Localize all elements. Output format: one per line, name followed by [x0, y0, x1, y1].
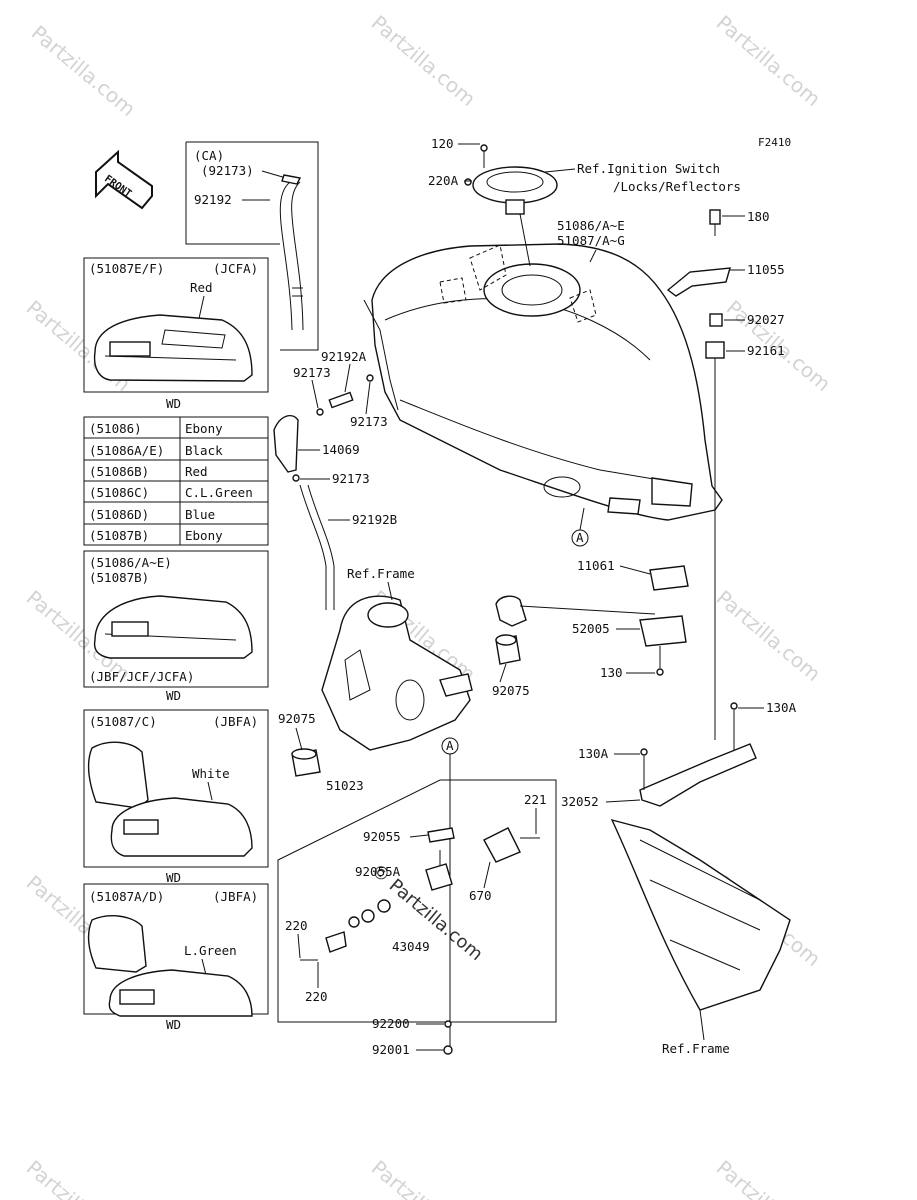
- panel-code: (51087E/F): [89, 261, 164, 276]
- panel-footer: WD: [166, 1017, 181, 1032]
- table-code: (51086): [89, 421, 142, 436]
- fuel-cap: [464, 144, 558, 267]
- ref-frame-top: Ref.Frame: [347, 566, 415, 581]
- label-92192A: 92192A: [321, 349, 367, 364]
- watermark-text: Partzilla.com: [712, 1155, 825, 1200]
- fuel-valve-group: [277, 779, 557, 1055]
- label-92075-b: 92075: [278, 711, 316, 726]
- label-11055: 11055: [747, 262, 785, 277]
- watermark-text: Partzilla.com: [367, 10, 480, 111]
- watermark-text: Partzilla.com: [712, 10, 825, 111]
- table-code: (51086B): [89, 464, 149, 479]
- label-670: 670: [469, 888, 492, 903]
- ca-inset: (CA) (92173) 92192: [185, 141, 319, 351]
- label-92192B: 92192B: [352, 512, 397, 527]
- label-43049: 43049: [392, 939, 430, 954]
- callout-a: A: [446, 738, 454, 753]
- label-52005: 52005: [572, 621, 610, 636]
- label-92001: 92001: [372, 1042, 410, 1057]
- watermark-text: Partzilla.com: [27, 20, 140, 121]
- label-92055A: 92055A: [355, 864, 401, 879]
- variant-panel-main: (51086/A~E) (51087B) (JBF/JCF/JCFA) WD: [83, 550, 269, 703]
- panel-code: (51087B): [89, 570, 149, 585]
- label-130A-right: 130A: [766, 700, 797, 715]
- label-92161: 92161: [747, 343, 785, 358]
- fuel-pump: [495, 565, 689, 676]
- label-92173-b: 92173: [350, 414, 388, 429]
- label-92055: 92055: [363, 829, 401, 844]
- panel-model: (JBFA): [213, 889, 258, 904]
- label-14069: 14069: [322, 442, 360, 457]
- table-color: Black: [185, 443, 223, 458]
- callout-a: A: [576, 530, 584, 545]
- label-180: 180: [747, 209, 770, 224]
- table-color: C.L.Green: [185, 485, 253, 500]
- panel-footer: WD: [166, 870, 181, 885]
- label-92075-a: 92075: [492, 683, 530, 698]
- label-92027: 92027: [747, 312, 785, 327]
- label-92173-c: 92173: [332, 471, 370, 486]
- panel-code: (51086/A~E): [89, 555, 172, 570]
- panel-color: L.Green: [184, 943, 237, 958]
- label-120: 120: [431, 136, 454, 151]
- table-code: (51087B): [89, 528, 149, 543]
- panel-color: White: [192, 766, 230, 781]
- label-220-b: 220: [305, 989, 328, 1004]
- table-color: Ebony: [185, 528, 223, 543]
- variant-panel-white: (51087/C) (JBFA) White WD: [83, 709, 269, 885]
- lower-frame: [610, 818, 791, 1041]
- front-label: FRONT: [102, 173, 133, 199]
- label-220-a: 220: [285, 918, 308, 933]
- label-220A: 220A: [428, 173, 459, 188]
- table-color: Blue: [185, 507, 215, 522]
- ref-ignition-line2: /Locks/Reflectors: [613, 179, 741, 194]
- label-51023: 51023: [326, 778, 364, 793]
- panel-model: (JCFA): [213, 261, 258, 276]
- panel-color: Red: [190, 280, 213, 295]
- table-color: Ebony: [185, 421, 223, 436]
- label-51086: 51086/A~E: [557, 218, 625, 233]
- panel-model: (JBF/JCF/JCFA): [89, 669, 194, 684]
- table-code: (51086D): [89, 507, 149, 522]
- frame-section: [321, 595, 473, 751]
- front-arrow-icon: FRONT: [95, 149, 153, 210]
- table-code: (51086C): [89, 485, 149, 500]
- watermark-text: Partzilla.com: [712, 585, 825, 686]
- panel-footer: WD: [166, 396, 181, 411]
- bracket-32052: [639, 702, 757, 807]
- fuel-tank: [363, 243, 723, 521]
- breather-hoses: [273, 374, 374, 610]
- ca-part-92192: 92192: [194, 192, 232, 207]
- right-mount-stack: [666, 209, 731, 740]
- label-11061: 11061: [577, 558, 615, 573]
- ca-part-92173: (92173): [201, 163, 254, 178]
- variant-panel-green: (51087A/D) (JBFA) L.Green WD: [83, 883, 269, 1032]
- color-table: (51086) Ebony (51086A/E) Black (51086B) …: [83, 416, 269, 546]
- label-130: 130: [600, 665, 623, 680]
- watermark-text: Partzilla.com: [367, 1155, 480, 1200]
- label-51087: 51087/A~G: [557, 233, 625, 248]
- label-92173-a: 92173: [293, 365, 331, 380]
- ref-ignition-line1: Ref.Ignition Switch: [577, 161, 720, 176]
- table-color: Red: [185, 464, 208, 479]
- panel-code: (51087/C): [89, 714, 157, 729]
- label-221: 221: [524, 792, 547, 807]
- watermark-text: Partzilla.com: [22, 1155, 135, 1200]
- variant-panel-jcfa: (51087E/F) (JCFA) Red WD: [83, 257, 269, 411]
- ref-frame-bottom: Ref.Frame: [662, 1041, 730, 1056]
- label-32052: 32052: [561, 794, 599, 809]
- ca-title: (CA): [194, 148, 224, 163]
- diagram-code: F2410: [758, 136, 791, 149]
- panel-model: (JBFA): [213, 714, 258, 729]
- label-130A-left: 130A: [578, 746, 609, 761]
- panel-code: (51087A/D): [89, 889, 164, 904]
- panel-footer: WD: [166, 688, 181, 703]
- label-92200: 92200: [372, 1016, 410, 1031]
- dampers: [291, 634, 521, 777]
- table-code: (51086A/E): [89, 443, 164, 458]
